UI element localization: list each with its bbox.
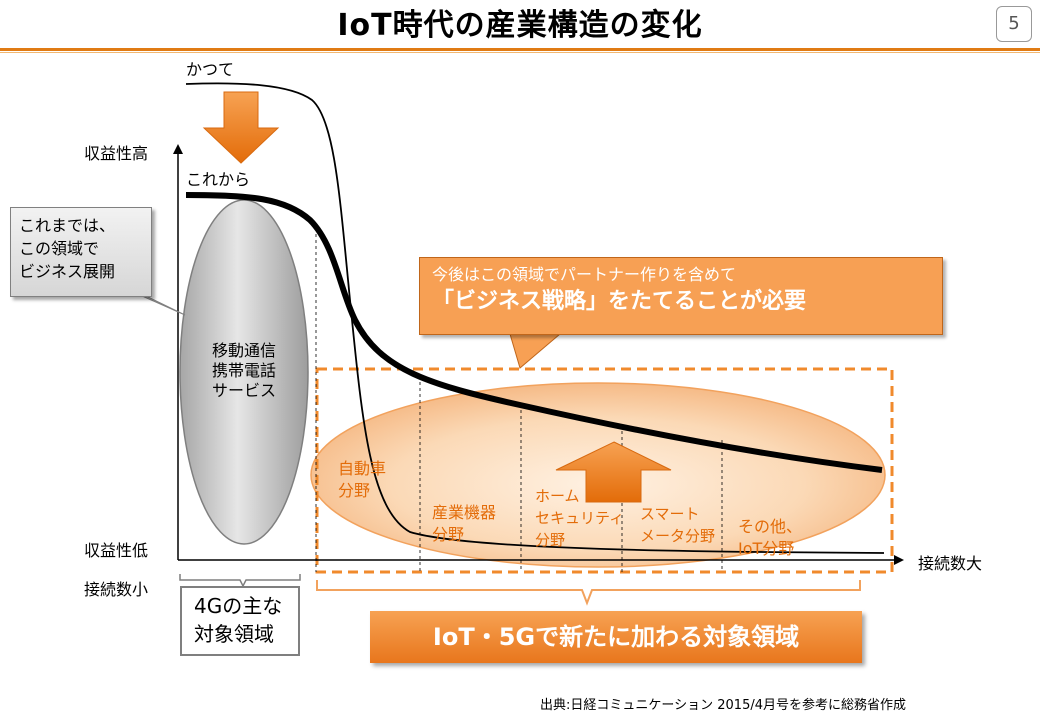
title-underline — [0, 48, 1040, 51]
future-curve — [185, 192, 883, 473]
callout-left-line: この領域で — [19, 239, 100, 258]
curve-label-future: これから — [186, 170, 251, 189]
slide-title: IoT時代の産業構造の変化 — [337, 8, 703, 43]
mobile-oval-line: 移動通信 — [211, 341, 276, 360]
segment-label-automotive: 自動車 分野 — [338, 459, 387, 500]
mobile-oval-line: サービス — [211, 381, 276, 400]
new-domain-banner: IoT・5Gで新たに加わる対象領域 — [370, 611, 862, 663]
up-arrow-icon — [555, 441, 672, 503]
new-domain-dashed-box — [315, 367, 894, 574]
callout-left: これまでは、 この領域で ビジネス展開 — [10, 207, 152, 297]
callout-left-line: ビジネス展開 — [19, 262, 116, 281]
callout-right-line1: 今後はこの領域でパートナー作りを含めて — [432, 265, 737, 284]
callout-right-pointer — [509, 333, 562, 369]
x-axis-small-label: 接続数小 — [84, 580, 149, 599]
box-4g-domain: 4Gの主な 対象領域 — [180, 586, 300, 656]
mobile-oval-line: 携帯電話 — [211, 361, 276, 380]
past-curve — [185, 82, 885, 554]
segment-label-smart-meter: スマート メータ分野 — [640, 505, 716, 545]
callout-right: 今後はこの領域でパートナー作りを含めて 「ビジネス戦略」をたてることが必要 — [419, 257, 943, 335]
segment-label-home-security: ホーム セキュリティ 分野 — [535, 487, 625, 549]
y-axis-low-label: 収益性低 — [84, 541, 149, 560]
brace-4g — [179, 574, 301, 588]
mobile-oval-label: 移動通信 携帯電話 サービス — [182, 341, 306, 401]
callout-left-line: これまでは、 — [19, 216, 116, 235]
x-axis-large-label: 接続数大 — [918, 554, 983, 573]
y-axis-high-label: 収益性高 — [84, 144, 149, 163]
down-arrow-icon — [202, 91, 280, 164]
source-note: 出典:日経コミュニケーション 2015/4月号を参考に総務省作成 — [540, 698, 906, 713]
title-underline-thin — [0, 52, 1040, 53]
segment-label-industrial: 産業機器 分野 — [432, 503, 497, 544]
mobile-domain-oval — [179, 199, 309, 545]
segment-label-other-iot: その他、 IoT分野 — [738, 517, 803, 558]
brace-new-domain — [316, 580, 861, 606]
callout-right-line2: 「ビジネス戦略」をたてることが必要 — [432, 289, 807, 314]
page-number-badge: 5 — [996, 6, 1032, 42]
curve-label-past: かつて — [186, 60, 235, 79]
